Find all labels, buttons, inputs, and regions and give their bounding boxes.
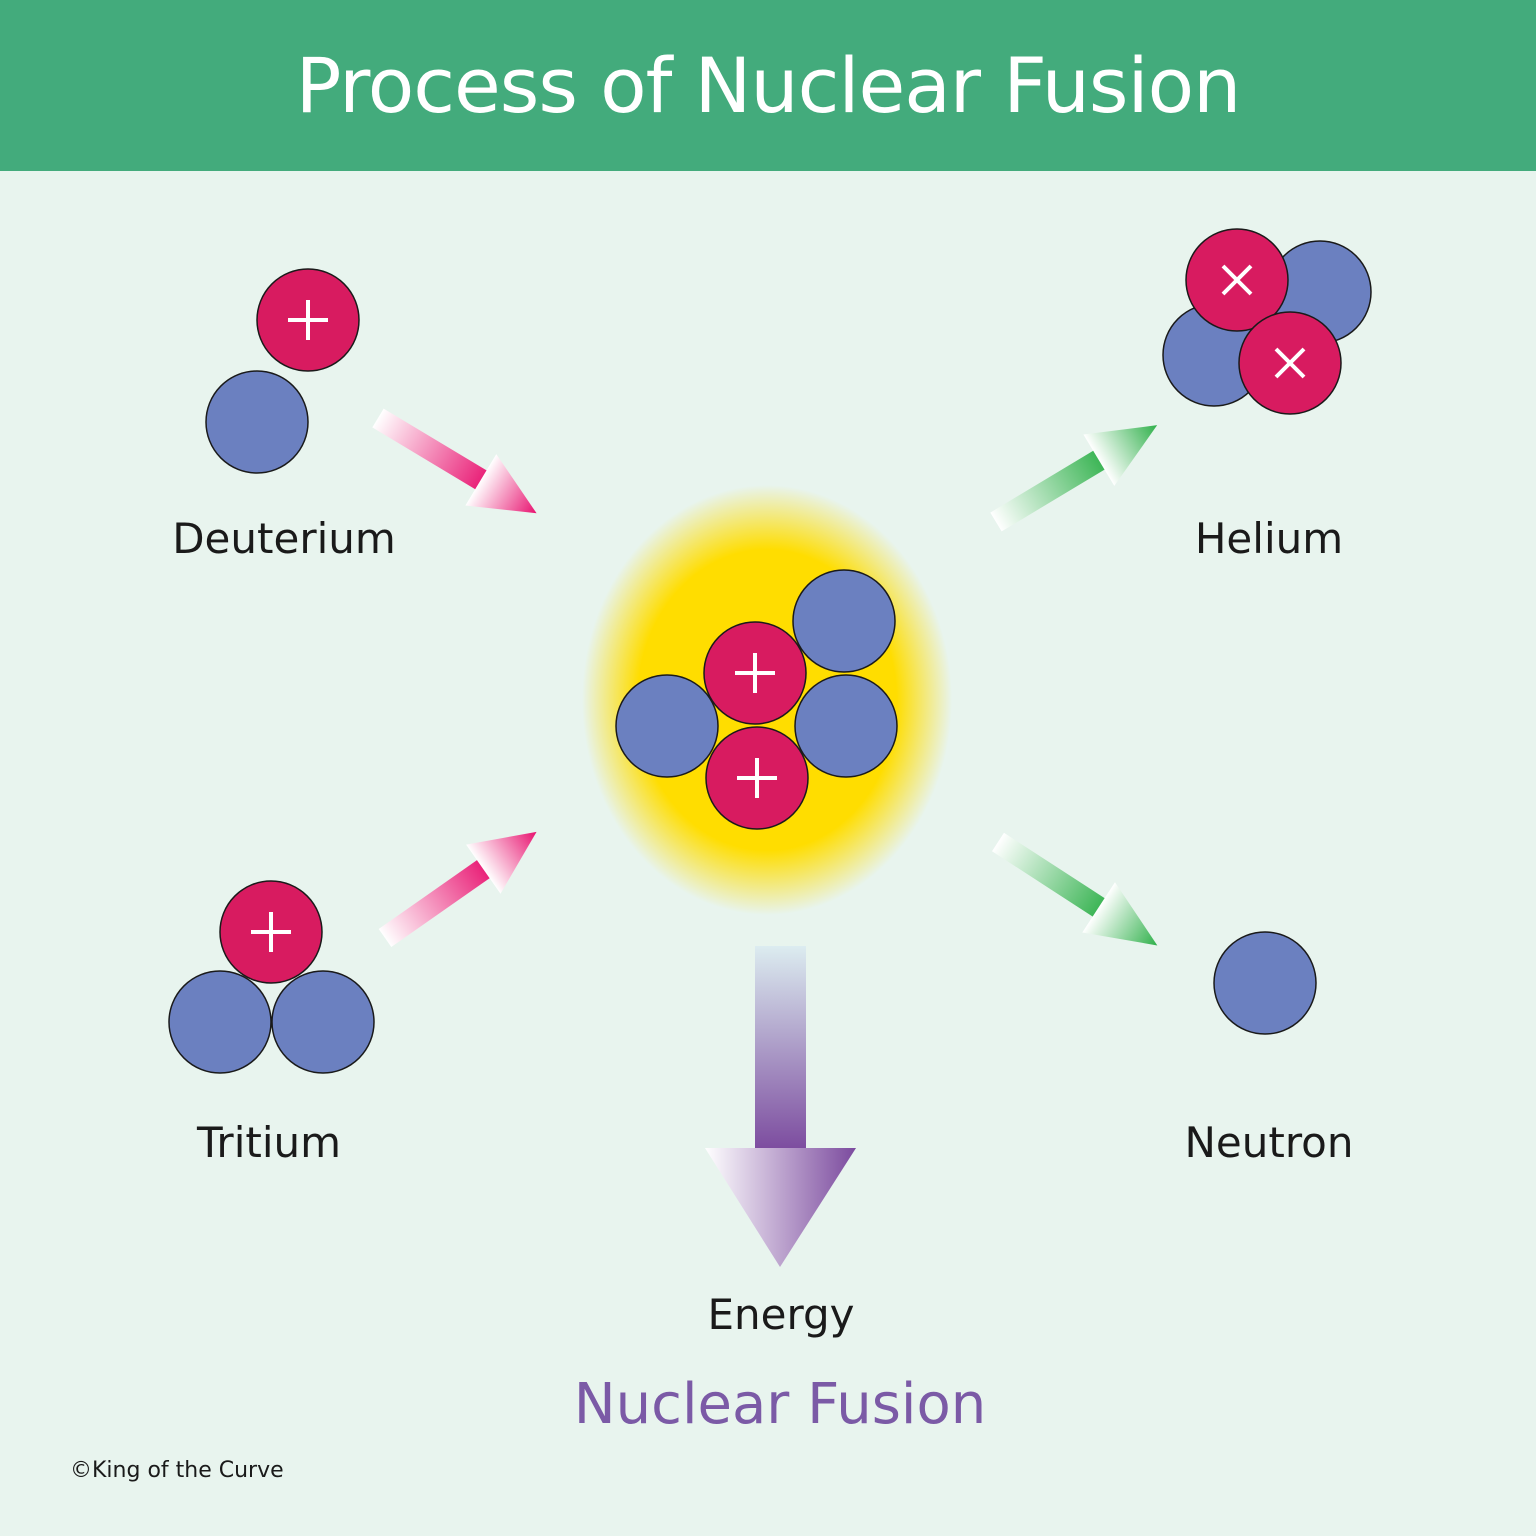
- neutron: [792, 569, 896, 673]
- deuterium-arrow: [372, 408, 537, 514]
- neutron-label: Neutron: [1184, 1118, 1354, 1167]
- fused-nucleus: [615, 569, 898, 830]
- helium-label: Helium: [1194, 514, 1344, 563]
- deuterium-atom: [205, 268, 360, 474]
- energy-arrow: [705, 946, 856, 1267]
- neutron: [615, 674, 719, 778]
- header-banner: Process of Nuclear Fusion: [0, 0, 1536, 171]
- neutron: [271, 970, 375, 1074]
- plus-icon: [251, 912, 291, 952]
- neutron: [168, 970, 272, 1074]
- tritium-label: Tritium: [196, 1118, 342, 1167]
- tritium-atom: [168, 880, 375, 1074]
- energy-label: Energy: [707, 1290, 855, 1339]
- plus-icon: [288, 300, 328, 340]
- neutron: [794, 674, 898, 778]
- neutron-particle: [1213, 931, 1317, 1035]
- neutron-arrow: [992, 832, 1158, 946]
- plus-icon: [1274, 347, 1306, 379]
- copyright-text: ©King of the Curve: [70, 1458, 284, 1483]
- helium-atom: [1162, 228, 1372, 415]
- plus-icon: [737, 758, 777, 798]
- helium-arrow: [990, 425, 1158, 532]
- deuterium-label: Deuterium: [172, 514, 396, 563]
- neutron: [1213, 931, 1317, 1035]
- plus-icon: [1221, 264, 1253, 296]
- tritium-arrow: [378, 831, 537, 948]
- neutron: [205, 370, 309, 474]
- plus-icon: [735, 653, 775, 693]
- diagram-subtitle: Nuclear Fusion: [573, 1372, 987, 1437]
- page-title: Process of Nuclear Fusion: [295, 41, 1242, 130]
